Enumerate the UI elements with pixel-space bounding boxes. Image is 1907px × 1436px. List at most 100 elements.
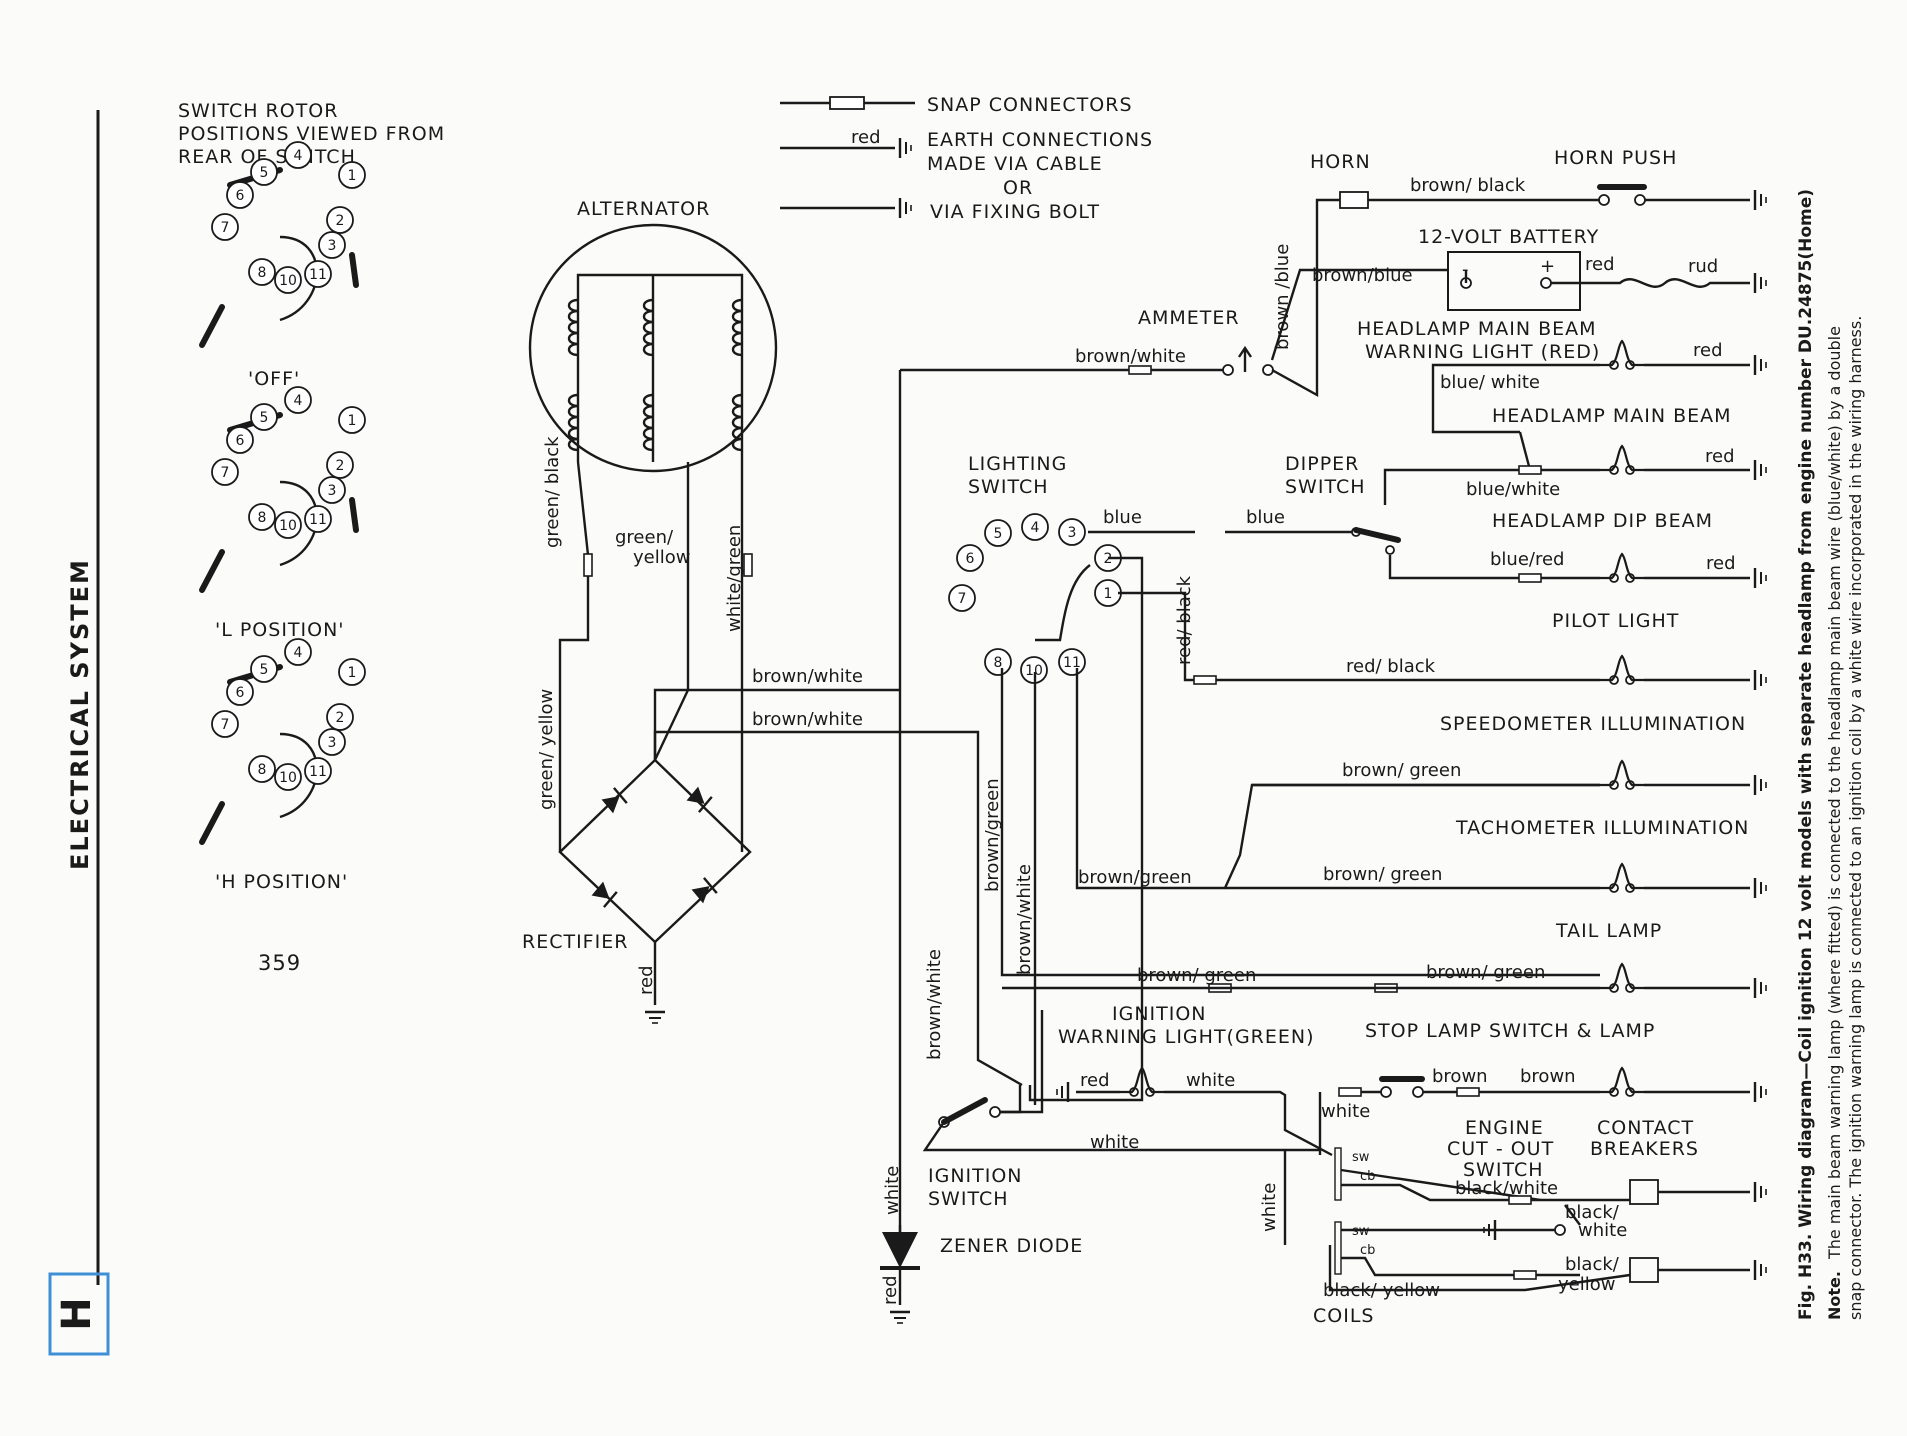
rotor-terminal <box>326 206 354 234</box>
rectifier-label: RECTIFIER <box>522 931 628 953</box>
rotor-terminal-label: 10 <box>279 273 297 289</box>
wire-blue-ls: blue <box>1103 507 1142 528</box>
rotor-terminal <box>274 511 302 539</box>
page-number: 359 <box>258 951 301 975</box>
rotor-terminal <box>226 678 254 706</box>
tacho-illumination: TACHOMETER ILLUMINATION brown/ green <box>1225 817 1768 900</box>
legend-snap: SNAP CONNECTORS <box>927 94 1133 116</box>
caption-note-line2: snap connector. The ignition warning lam… <box>1846 316 1865 1320</box>
rotor-terminal-label: 3 <box>328 238 337 254</box>
wire-blue-white-mb: blue/white <box>1466 479 1560 500</box>
wire-brown-white-amm: brown/white <box>1075 346 1186 367</box>
rectifier: RECTIFIER red brown/white brown/white <box>522 666 1023 1087</box>
ignw-label-2: WARNING LIGHT(GREEN) <box>1058 1026 1315 1048</box>
rotor-terminal-label: 5 <box>260 165 269 181</box>
rotor-terminal <box>284 386 312 414</box>
dipper-label-2: SWITCH <box>1285 476 1366 498</box>
rotor-terminal-label: 4 <box>294 645 303 661</box>
section-title: ELECTRICAL SYSTEM <box>66 558 94 870</box>
rotor-position-label: 'OFF' <box>248 368 300 390</box>
ls-terminal <box>984 519 1012 547</box>
rotor-terminal <box>318 231 346 259</box>
wire-green-yellow-a-2: yellow <box>633 547 690 568</box>
mbw-label-1: HEADLAMP MAIN BEAM <box>1357 318 1597 340</box>
ls-terminal-label: 1 <box>1104 586 1113 602</box>
ls-terminal-label: 10 <box>1025 663 1043 679</box>
rotor-terminal <box>211 213 239 241</box>
rotor-terminal <box>248 258 276 286</box>
wire-brown-green-tail2: brown/ green <box>1426 962 1545 983</box>
rotor-terminal <box>326 451 354 479</box>
figure-caption: Fig. H33. Wiring diagram—Coil ignition 1… <box>1796 189 1865 1320</box>
ignition-switch: IGNITION SWITCH white <box>922 1010 1320 1210</box>
rotor-terminal-label: 6 <box>236 685 245 701</box>
rotor-terminal-label: 6 <box>236 433 245 449</box>
battery: 12-VOLT BATTERY - + red rud <box>1410 226 1768 311</box>
wire-black-white-cut: black/white <box>1455 1178 1558 1199</box>
rotor-terminal <box>304 757 332 785</box>
wire-brown-green-ls: brown/green <box>1078 867 1192 888</box>
mbw-label-2: WARNING LIGHT (RED) <box>1365 341 1600 363</box>
battery-label: 12-VOLT BATTERY <box>1418 226 1599 248</box>
wire-red-dip: red <box>1706 553 1736 574</box>
caption-note-line1: Note.The main beam warning lamp (where f… <box>1825 326 1844 1320</box>
rotor-terminal-label: 2 <box>336 213 345 229</box>
wire-green-yellow-b: green/ yellow <box>536 689 557 810</box>
rotor-terminal <box>304 260 332 288</box>
ammeter: AMMETER brown/white brown /blue brown/bl… <box>898 198 1413 1240</box>
wire-red-black-v: red/ black <box>1174 575 1195 665</box>
rotor-terminal-label: 8 <box>258 510 267 526</box>
wire-brown-green-speedo: brown/ green <box>1342 760 1461 781</box>
rotor-terminal <box>284 141 312 169</box>
ls-label-2: SWITCH <box>968 476 1049 498</box>
wire-red-batt2: rud <box>1688 256 1718 277</box>
speedo-illumination: SPEEDOMETER ILLUMINATION brown/ green <box>1252 713 1768 797</box>
stop-label: STOP LAMP SWITCH & LAMP <box>1365 1020 1655 1042</box>
wire-red-zener: red <box>880 1275 901 1305</box>
rotor-terminal <box>250 158 278 186</box>
rotor-terminal <box>248 755 276 783</box>
rotor-terminal-label: 11 <box>309 512 327 528</box>
wire-brown-stop2: brown <box>1520 1066 1576 1087</box>
wire-white-green: white/green <box>724 525 745 632</box>
rotor-position-label: 'H POSITION' <box>215 871 348 893</box>
rotor-terminal-label: 4 <box>294 393 303 409</box>
pilot-light: PILOT LIGHT <box>1552 610 1768 692</box>
rotor-terminal <box>250 655 278 683</box>
rotor-terminal-label: 8 <box>258 265 267 281</box>
ls-terminal-label: 5 <box>994 526 1003 542</box>
rotor-terminal <box>250 403 278 431</box>
rotor-terminal <box>326 703 354 731</box>
wire-red-batt: red <box>1585 254 1615 275</box>
rotor-position-label: 'L POSITION' <box>215 619 345 641</box>
ls-terminal <box>1058 518 1086 546</box>
rotor-terminal-label: 1 <box>348 168 357 184</box>
rotor-terminal <box>318 728 346 756</box>
horn-circuit: HORN brown/ black HORN PUSH <box>1310 147 1768 212</box>
rotor-terminal <box>211 710 239 738</box>
alternator: ALTERNATOR <box>528 198 778 555</box>
rotor-terminal <box>226 426 254 454</box>
tail-label: TAIL LAMP <box>1555 920 1662 942</box>
rotor-terminal-label: 2 <box>336 458 345 474</box>
wire-black-white-cb-2: white <box>1578 1220 1627 1241</box>
wire-black-white-cb-1: black/ <box>1565 1202 1620 1223</box>
coil1-cb: cb <box>1360 1169 1375 1184</box>
wire-white-h: white <box>1090 1132 1139 1153</box>
cb-label-2: BREAKERS <box>1590 1138 1699 1160</box>
ls-terminal-label: 3 <box>1068 525 1077 541</box>
rotor-terminal-label: 7 <box>221 717 230 733</box>
ls-terminal-label: 11 <box>1063 655 1081 671</box>
rotor-terminal-label: 6 <box>236 188 245 204</box>
wire-brown-green-tacho: brown/ green <box>1323 864 1442 885</box>
wire-brown-green-v: brown/green <box>982 778 1003 892</box>
coil2-sw: sw <box>1352 1224 1370 1239</box>
legend-red: red <box>851 127 881 148</box>
horn-push-label: HORN PUSH <box>1554 147 1677 169</box>
tail-lamp: TAIL LAMP brown/ green brown/ green <box>1002 920 1768 1000</box>
main-beam-label: HEADLAMP MAIN BEAM <box>1492 405 1732 427</box>
section-tab <box>48 1272 110 1356</box>
rotor-terminal <box>284 638 312 666</box>
